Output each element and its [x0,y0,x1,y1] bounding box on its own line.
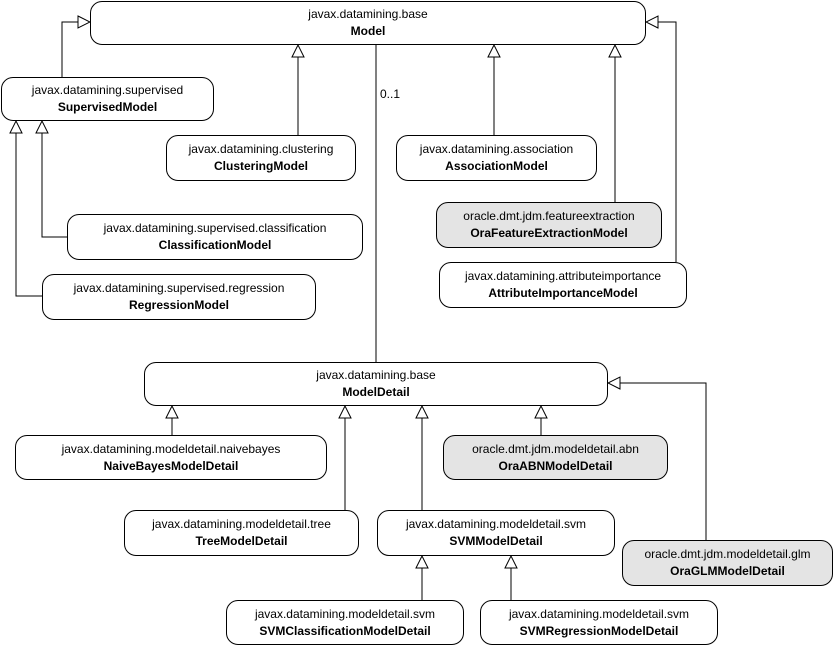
edge-supervised-to-model [61,22,90,77]
svm-classification-model-detail-class-box[interactable]: javax.datamining.modeldetail.svm SVMClas… [226,600,464,645]
supervised-model-class-box[interactable]: javax.datamining.supervised SupervisedMo… [1,77,214,121]
package-name: javax.datamining.base [308,7,428,21]
edge-glm-to-modeldetail [608,383,707,540]
package-name: javax.datamining.supervised.regression [73,281,285,295]
package-name: javax.datamining.modeldetail.svm [254,606,436,621]
model-detail-class-box[interactable]: javax.datamining.base ModelDetail [144,362,608,406]
class-name: ModelDetail [342,385,410,399]
package-name: oracle.dmt.jdm.featureextraction [463,209,635,223]
package-name: javax.datamining.modeldetail.naivebayes [61,441,281,456]
edge-regression-to-supervised [16,121,42,297]
clustering-model-class-box[interactable]: javax.datamining.clustering ClusteringMo… [166,135,356,181]
multiplicity-label: 0..1 [380,87,401,101]
class-name: NaiveBayesModelDetail [103,458,239,473]
class-name: OraGLMModelDetail [670,564,785,578]
package-name: javax.datamining.clustering [188,142,334,156]
class-name: SupervisedModel [57,100,158,114]
class-name: TreeModelDetail [195,534,288,548]
package-name: javax.datamining.supervised.classificati… [103,221,327,235]
edge-attributeimportance-to-model [646,22,677,262]
package-name: oracle.dmt.jdm.modeldetail.abn [472,441,639,456]
naive-bayes-model-detail-class-box[interactable]: javax.datamining.modeldetail.naivebayes … [15,435,327,480]
package-name: javax.datamining.supervised [31,83,184,97]
class-name: SVMClassificationModelDetail [259,623,431,638]
class-name: AttributeImportanceModel [488,286,638,300]
ora-glm-model-detail-class-box[interactable]: oracle.dmt.jdm.modeldetail.glm OraGLMMod… [622,540,833,586]
class-name: SVMRegressionModelDetail [519,623,679,638]
class-name: SVMModelDetail [449,534,543,548]
class-name: Model [350,24,386,38]
package-name: oracle.dmt.jdm.modeldetail.glm [644,547,811,561]
association-model-class-box[interactable]: javax.datamining.association Association… [396,135,597,181]
package-name: javax.datamining.association [419,142,574,156]
class-name: ClusteringModel [213,159,308,173]
ora-abn-model-detail-class-box[interactable]: oracle.dmt.jdm.modeldetail.abn OraABNMod… [443,435,668,480]
model-class-box[interactable]: javax.datamining.base Model [90,1,646,45]
classification-model-class-box[interactable]: javax.datamining.supervised.classificati… [67,214,363,260]
svm-model-detail-class-box[interactable]: javax.datamining.modeldetail.svm SVMMode… [377,510,615,556]
package-name: javax.datamining.modeldetail.tree [152,517,331,531]
attribute-importance-model-class-box[interactable]: javax.datamining.attributeimportance Att… [439,262,687,308]
class-name: OraFeatureExtractionModel [470,226,628,240]
tree-model-detail-class-box[interactable]: javax.datamining.modeldetail.tree TreeMo… [124,510,359,556]
svm-regression-model-detail-class-box[interactable]: javax.datamining.modeldetail.svm SVMRegr… [480,600,718,645]
package-name: javax.datamining.base [316,368,436,382]
regression-model-class-box[interactable]: javax.datamining.supervised.regression R… [42,274,316,320]
ora-feature-extraction-model-class-box[interactable]: oracle.dmt.jdm.featureextraction OraFeat… [436,202,662,248]
package-name: javax.datamining.modeldetail.svm [405,517,587,531]
class-name: ClassificationModel [158,238,272,252]
package-name: javax.datamining.attributeimportance [464,269,662,283]
edge-classification-to-supervised [42,121,67,238]
class-name: OraABNModelDetail [498,458,613,473]
class-name: AssociationModel [445,159,548,173]
class-name: RegressionModel [128,298,230,312]
package-name: javax.datamining.modeldetail.svm [508,606,690,621]
